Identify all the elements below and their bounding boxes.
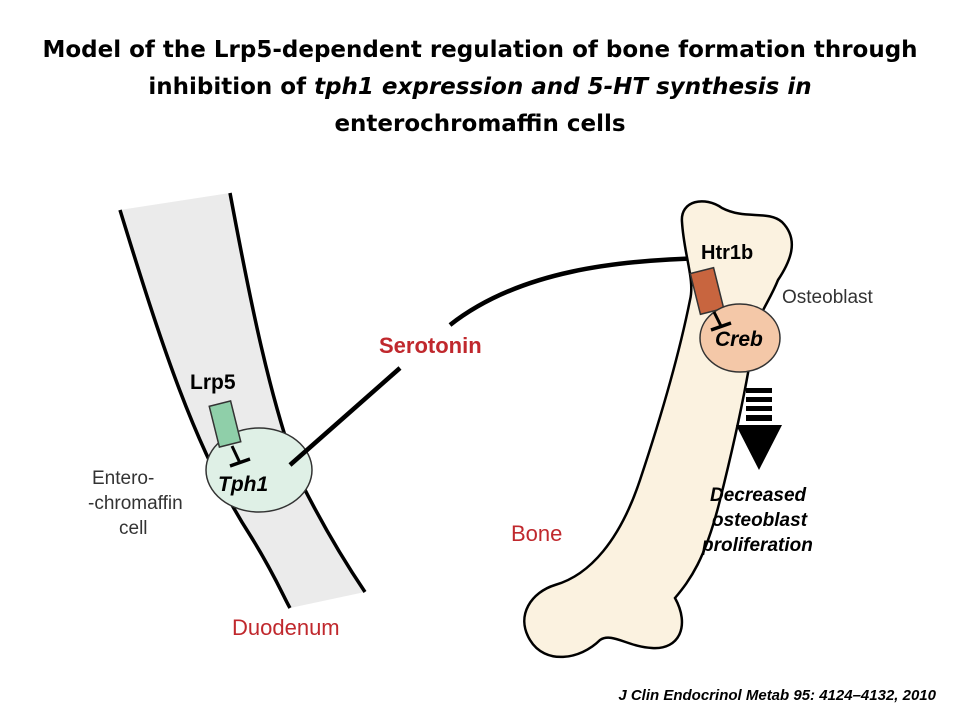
label-entero-line2: -chromaffin <box>88 493 183 514</box>
label-entero-line3: cell <box>119 518 148 539</box>
title-part2-italic: tph1 expression and 5-HT synthesis in <box>314 74 812 100</box>
duodenum-tube <box>120 193 365 608</box>
down-arrow-icon <box>736 388 782 470</box>
label-entero-line1: Entero- <box>92 468 155 489</box>
slide-title: Model of the Lrp5-dependent regulation o… <box>40 32 920 143</box>
label-bone: Bone <box>511 521 563 546</box>
label-outcome-line3: proliferation <box>702 535 813 556</box>
htr1b-inhibit-bar <box>710 321 732 332</box>
lrp5-inhibit-line <box>230 445 242 464</box>
lrp5-receptor <box>208 400 242 448</box>
title-part3: enterochromaffin cells <box>334 111 626 137</box>
label-tph1: Tph1 <box>218 473 269 496</box>
label-outcome-line2: osteoblast <box>712 510 808 531</box>
lrp5-inhibit-bar <box>229 457 251 468</box>
htr1b-inhibit-line <box>712 311 723 327</box>
label-duodenum: Duodenum <box>232 615 340 640</box>
citation: J Clin Endocrinol Metab 95: 4124–4132, 2… <box>618 687 936 704</box>
label-creb: Creb <box>715 328 763 351</box>
label-lrp5: Lrp5 <box>190 371 236 394</box>
serotonin-connector-lower <box>288 366 402 467</box>
label-htr1b: Htr1b <box>701 242 754 264</box>
label-osteoblast: Osteoblast <box>782 287 873 308</box>
label-outcome-line1: Decreased <box>710 485 807 506</box>
htr1b-receptor <box>689 266 725 316</box>
serotonin-connector-upper <box>448 255 708 327</box>
label-serotonin: Serotonin <box>379 333 482 358</box>
title-part1: Model of the Lrp5-dependent regulation o… <box>42 37 918 100</box>
